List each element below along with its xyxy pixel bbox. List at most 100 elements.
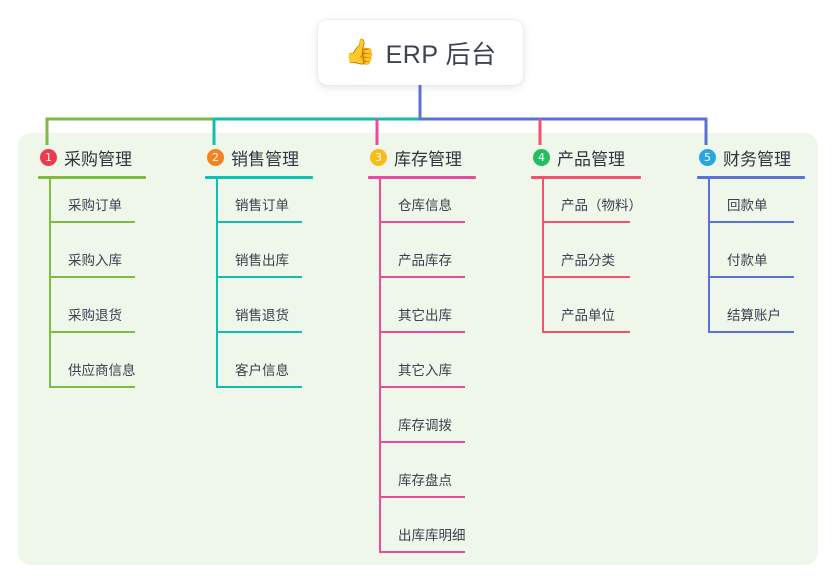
leaf-node[interactable]: 其它出库 (368, 289, 476, 344)
branch-header-4[interactable]: 4 产品管理 (531, 145, 641, 169)
leaf-underline (708, 221, 794, 223)
leaf-node[interactable]: 供应商信息 (38, 344, 146, 399)
branch-underline-4 (531, 176, 641, 179)
leaf-node[interactable]: 回款单 (697, 179, 805, 234)
branch-1: 1 采购管理采购订单采购入库采购退货供应商信息 (38, 145, 146, 399)
branch-4: 4 产品管理产品（物料） 产品分类产品单位 (531, 145, 642, 344)
leaf-label: 采购入库 (68, 253, 122, 268)
leaf-label: 其它入库 (398, 363, 452, 378)
leaf-node[interactable]: 结算账户 (697, 289, 805, 344)
branch-badge-4: 4 (533, 148, 550, 166)
branches-panel (18, 133, 818, 565)
leaf-label: 仓库信息 (398, 198, 452, 213)
leaf-node[interactable]: 产品（物料） (531, 179, 642, 234)
branch-title-3: 库存管理 (394, 149, 462, 169)
leaf-label: 回款单 (727, 198, 768, 213)
branch-children-1: 采购订单采购入库采购退货供应商信息 (38, 179, 146, 399)
branch-spine-1 (49, 179, 51, 388)
branch-underline-5 (697, 176, 805, 179)
leaf-label: 采购退货 (68, 308, 122, 323)
leaf-label: 产品（物料） (561, 198, 642, 213)
leaf-node[interactable]: 库存调拨 (368, 399, 476, 454)
leaf-underline (379, 551, 465, 553)
branch-children-5: 回款单付款单结算账户 (697, 179, 805, 344)
leaf-underline (216, 276, 302, 278)
leaf-node[interactable]: 采购入库 (38, 234, 146, 289)
leaf-label: 出库库明细 (398, 528, 466, 543)
branch-children-4: 产品（物料） 产品分类产品单位 (531, 179, 642, 344)
branch-badge-3: 3 (370, 148, 387, 166)
leaf-label: 销售订单 (235, 198, 289, 213)
leaf-node[interactable]: 销售退货 (205, 289, 313, 344)
leaf-label: 采购订单 (68, 198, 122, 213)
leaf-underline (708, 331, 794, 333)
root-title: ERP 后台 (385, 40, 497, 69)
leaf-node[interactable]: 产品单位 (531, 289, 641, 344)
branch-underline-2 (205, 176, 313, 179)
branch-badge-2: 2 (207, 148, 224, 166)
root-node-content: 👍 ERP 后台 (344, 35, 496, 71)
branch-header-2[interactable]: 2 销售管理 (205, 145, 313, 169)
branch-spine-4 (542, 179, 544, 333)
leaf-underline (379, 276, 465, 278)
leaf-node[interactable]: 销售订单 (205, 179, 313, 234)
branch-header-3[interactable]: 3 库存管理 (368, 145, 476, 169)
leaf-underline (49, 331, 135, 333)
leaf-label: 付款单 (727, 253, 768, 268)
leaf-label: 销售退货 (235, 308, 289, 323)
leaf-underline (49, 276, 135, 278)
branch-underline-1 (38, 176, 146, 179)
leaf-label: 产品单位 (561, 308, 615, 323)
branch-title-1: 采购管理 (64, 149, 132, 169)
leaf-node[interactable]: 出库库明细 (368, 509, 476, 564)
leaf-node[interactable]: 库存盘点 (368, 454, 476, 509)
leaf-underline (216, 386, 302, 388)
branch-title-2: 销售管理 (231, 149, 299, 169)
branch-title-4: 产品管理 (557, 149, 625, 169)
leaf-underline (216, 331, 302, 333)
leaf-label: 库存调拨 (398, 418, 452, 433)
leaf-node[interactable]: 客户信息 (205, 344, 313, 399)
branch-spine-5 (708, 179, 710, 333)
leaf-label: 销售出库 (235, 253, 289, 268)
leaf-node[interactable]: 销售出库 (205, 234, 313, 289)
branch-children-2: 销售订单销售出库销售退货客户信息 (205, 179, 313, 399)
leaf-underline (542, 331, 630, 333)
branch-title-5: 财务管理 (723, 149, 791, 169)
branch-spine-2 (216, 179, 218, 388)
leaf-label: 其它出库 (398, 308, 452, 323)
leaf-node[interactable]: 采购订单 (38, 179, 146, 234)
thumbs-up-icon: 👍 (344, 38, 376, 66)
leaf-node[interactable]: 其它入库 (368, 344, 476, 399)
root-node[interactable]: 👍 ERP 后台 (318, 20, 523, 85)
leaf-label: 供应商信息 (68, 363, 136, 378)
leaf-label: 产品分类 (561, 253, 615, 268)
leaf-node[interactable]: 采购退货 (38, 289, 146, 344)
leaf-underline (379, 331, 465, 333)
branch-children-3: 仓库信息产品库存其它出库其它入库库存调拨库存盘点出库库明细 (368, 179, 476, 564)
branch-spine-3 (379, 179, 381, 553)
leaf-underline (49, 386, 135, 388)
leaf-label: 产品库存 (398, 253, 452, 268)
leaf-node[interactable]: 产品库存 (368, 234, 476, 289)
leaf-node[interactable]: 付款单 (697, 234, 805, 289)
leaf-label: 结算账户 (727, 308, 781, 323)
leaf-underline (542, 221, 630, 223)
leaf-node[interactable]: 产品分类 (531, 234, 641, 289)
branch-header-1[interactable]: 1 采购管理 (38, 145, 146, 169)
branch-2: 2 销售管理销售订单销售出库销售退货客户信息 (205, 145, 313, 399)
branch-3: 3 库存管理仓库信息产品库存其它出库其它入库库存调拨库存盘点出库库明细 (368, 145, 476, 564)
branch-badge-1: 1 (40, 148, 57, 166)
leaf-underline (49, 221, 135, 223)
leaf-label: 库存盘点 (398, 473, 452, 488)
leaf-underline (216, 221, 302, 223)
leaf-underline (379, 441, 465, 443)
leaf-underline (379, 496, 465, 498)
leaf-underline (379, 386, 465, 388)
leaf-node[interactable]: 仓库信息 (368, 179, 476, 234)
leaf-underline (379, 221, 465, 223)
